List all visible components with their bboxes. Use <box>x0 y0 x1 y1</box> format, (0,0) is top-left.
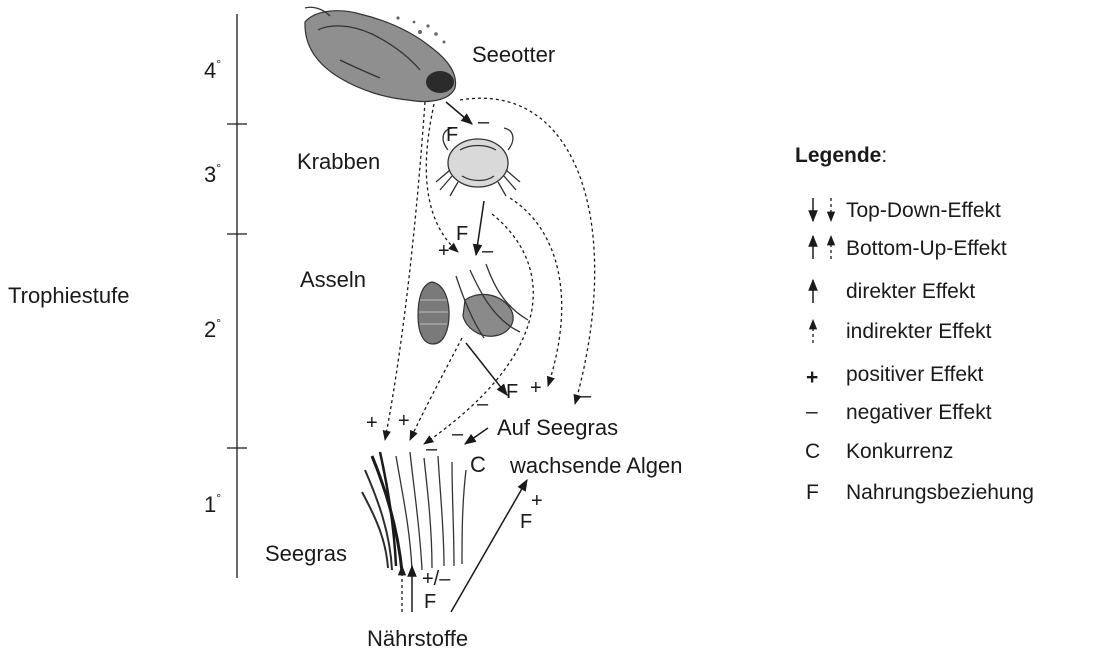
nutr-seegras-f: F <box>424 591 436 613</box>
legend-item-bottom-up: Bottom-Up-Effekt <box>846 237 1007 260</box>
competition-c: C <box>470 452 486 477</box>
legend-symbol-c: C <box>805 440 820 463</box>
nutr-algae-f: F <box>520 511 532 533</box>
krabben-label: Krabben <box>297 149 380 174</box>
isopod-illustration <box>418 264 528 344</box>
seagrass-illustration <box>362 452 466 572</box>
nutr-algae-plus: + <box>531 490 543 512</box>
sea-otter-illustration <box>305 7 456 101</box>
arrow-algae-seegras <box>465 428 488 444</box>
algae-plus: + <box>530 377 542 399</box>
crab-isopod-f: F <box>456 223 468 245</box>
algae-label-line2: wachsende Algen <box>509 453 682 478</box>
algae-minus: – <box>580 385 592 407</box>
seegras-minus-2: – <box>452 423 464 445</box>
arrow-otter-seegras <box>385 102 425 440</box>
seegras-plus-2: + <box>398 410 410 432</box>
arrow-otter-crab <box>446 102 472 124</box>
seegras-label: Seegras <box>265 541 347 566</box>
legend-item-food-relation: Nahrungsbeziehung <box>846 481 1034 504</box>
level-3-label: 3° <box>204 161 221 187</box>
legend-item-direct: direkter Effekt <box>846 280 975 303</box>
nutr-seegras-sign: +/– <box>422 568 451 590</box>
legend-title: Legende: <box>795 144 887 167</box>
legend-top-down-icon <box>813 198 831 221</box>
isopod-minus: – <box>482 240 494 262</box>
isopod-plus: + <box>438 240 450 262</box>
axis-label: Trophiestufe <box>8 283 129 308</box>
level-4-label: 4° <box>204 57 221 83</box>
isopod-algae-f: F <box>506 381 518 403</box>
legend-item-competition: Konkurrenz <box>846 440 953 463</box>
legend: Legende: Top-Down-Effekt Bottom-Up-Effek… <box>795 144 1034 504</box>
seegras-minus-1: – <box>426 438 438 460</box>
legend-item-indirect: indirekter Effekt <box>846 320 992 343</box>
arrow-isopod-algae <box>466 343 507 395</box>
trophic-axis: Trophiestufe 4° 3° 2° 1° <box>8 14 247 578</box>
naehrstoffe-label: Nährstoffe <box>367 626 468 651</box>
legend-symbol-f: F <box>806 481 819 504</box>
legend-symbol-plus: + <box>806 366 818 389</box>
level-2-label: 2° <box>204 316 221 342</box>
level-1-label: 1° <box>204 491 221 517</box>
legend-item-positive: positiver Effekt <box>846 363 984 386</box>
seeotter-label: Seeotter <box>472 42 555 67</box>
otter-crab-sign: – <box>478 111 490 133</box>
legend-bottom-up-icon <box>813 236 831 259</box>
seegras-plus-1: + <box>366 412 378 434</box>
legend-item-top-down: Top-Down-Effekt <box>846 199 1001 222</box>
algae-label-line1: Auf Seegras <box>497 415 618 440</box>
otter-crab-f: F <box>446 124 458 146</box>
legend-symbol-minus: – <box>806 400 818 423</box>
legend-item-negative: negativer Effekt <box>846 401 992 424</box>
asseln-label: Asseln <box>300 267 366 292</box>
isopod-algae-minus: – <box>477 393 489 415</box>
arrow-crab-algae <box>510 198 562 386</box>
